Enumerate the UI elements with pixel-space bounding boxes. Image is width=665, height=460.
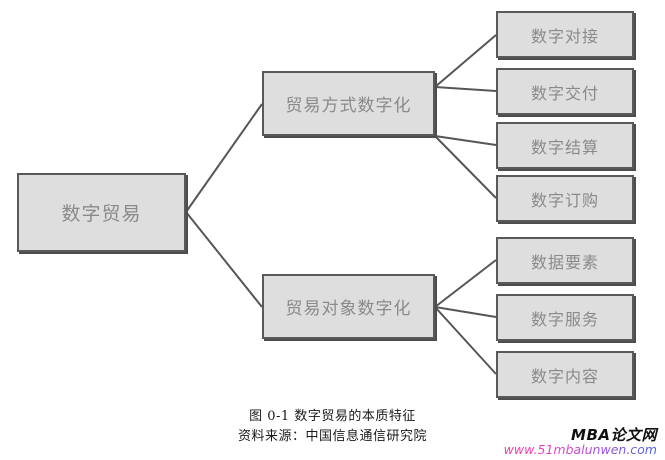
figure-caption-source: 资料来源：中国信息通信研究院	[237, 429, 427, 444]
node-leaf-digital-ordering-label: 数字订购	[530, 190, 599, 210]
edge-root-to-branch-1	[185, 103, 263, 213]
edge-branch-2-to-leaf-5	[434, 259, 497, 308]
node-branch-trade-object[interactable]: 贸易对象数字化	[262, 274, 435, 339]
node-branch-trade-method-label: 贸易方式数字化	[285, 96, 412, 116]
watermark-brand: MBA论文网	[571, 426, 657, 444]
edge-branch-1-to-leaf-3	[434, 135, 497, 146]
edge-branch-2-to-leaf-6	[434, 306, 497, 318]
edge-branch-1-to-leaf-4	[434, 135, 497, 199]
node-branch-trade-method[interactable]: 贸易方式数字化	[262, 71, 435, 136]
node-leaf-digital-content-label: 数字内容	[530, 366, 599, 386]
node-leaf-digital-ordering[interactable]: 数字订购	[496, 175, 634, 222]
node-root[interactable]: 数字贸易	[17, 173, 186, 252]
node-leaf-digital-delivery-label: 数字交付	[530, 83, 599, 103]
node-leaf-data-elements[interactable]: 数据要素	[496, 237, 634, 284]
edge-branch-2-to-leaf-7	[434, 306, 497, 375]
node-leaf-digital-settlement[interactable]: 数字结算	[496, 122, 634, 169]
node-leaf-data-elements-label: 数据要素	[530, 252, 599, 272]
edge-root-to-branch-2	[185, 211, 263, 308]
watermark-url: www.51mbalunwen.com	[503, 442, 657, 457]
node-leaf-digital-settlement-label: 数字结算	[530, 137, 599, 157]
node-root-label: 数字贸易	[61, 203, 142, 225]
node-leaf-digital-docking-label: 数字对接	[530, 26, 599, 46]
node-leaf-digital-delivery[interactable]: 数字交付	[496, 68, 634, 115]
node-leaf-digital-docking[interactable]: 数字对接	[496, 11, 634, 58]
node-leaf-digital-services-label: 数字服务	[530, 309, 599, 329]
node-branch-trade-object-label: 贸易对象数字化	[285, 299, 412, 319]
node-leaf-digital-services[interactable]: 数字服务	[496, 294, 634, 341]
figure-caption-title: 图 0-1 数字贸易的本质特征	[249, 409, 416, 424]
node-leaf-digital-content[interactable]: 数字内容	[496, 351, 634, 398]
edge-branch-1-to-leaf-1	[434, 34, 497, 88]
edge-branch-1-to-leaf-2	[434, 86, 497, 92]
